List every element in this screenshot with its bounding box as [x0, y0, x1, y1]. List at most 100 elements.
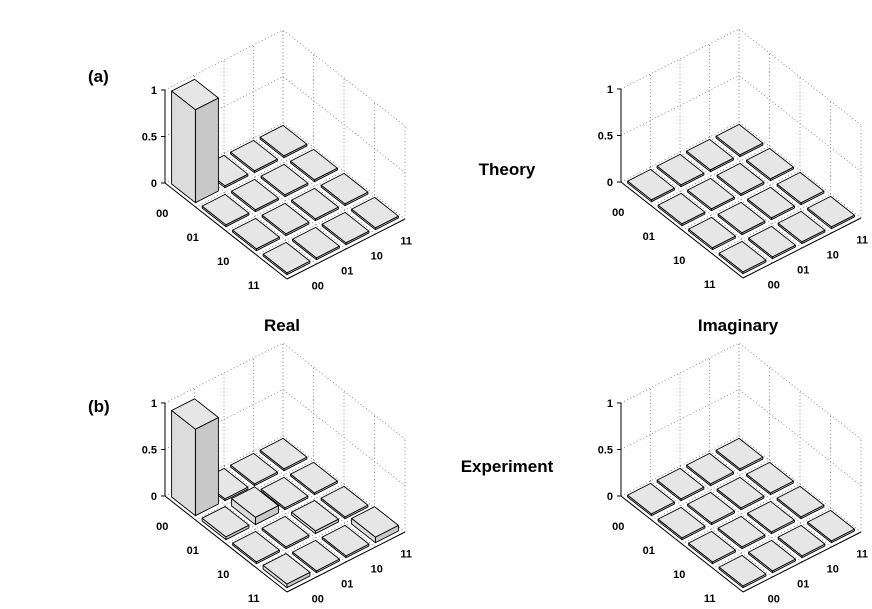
- bar-00-00: [627, 482, 675, 517]
- row-axis-line: [620, 495, 744, 593]
- bar-10-10: [747, 186, 795, 221]
- bar-01-00: [657, 506, 706, 541]
- bar-10-10: [291, 500, 339, 535]
- bar-top-face: [232, 217, 280, 250]
- row-title-theory: Theory: [479, 160, 536, 179]
- bar-10-11: [776, 171, 825, 206]
- column-tick-label: 00: [312, 281, 324, 293]
- bar-top-face: [627, 482, 675, 515]
- column-tick-label: 01: [797, 579, 809, 591]
- bar-11-01: [292, 226, 340, 261]
- bar-01-00: [657, 192, 706, 227]
- bar-00-10: [230, 139, 278, 174]
- grid-line: [679, 465, 803, 563]
- bar-top-face: [777, 210, 826, 243]
- bar-top-face: [715, 437, 764, 470]
- bar-top-face: [657, 192, 706, 225]
- bar-top-face: [232, 530, 280, 563]
- bar-top-face: [686, 138, 734, 171]
- bar-00-00: [627, 168, 675, 203]
- bar-11-11: [351, 506, 399, 544]
- panel-a-label: (a): [88, 67, 109, 86]
- column-title-imaginary: Imaginary: [698, 316, 779, 335]
- row-tick-label: 01: [643, 231, 655, 243]
- column-tick-label: 11: [856, 235, 868, 247]
- bar-00-01: [656, 467, 705, 502]
- column-tick-label: 10: [371, 564, 383, 576]
- column-axis-line: [286, 531, 406, 593]
- bar-top-face: [290, 461, 338, 494]
- bar-00-10: [230, 452, 278, 487]
- column-tick-label: 11: [400, 549, 412, 561]
- bar-top-face: [261, 515, 310, 548]
- column-axis-line: [286, 218, 406, 280]
- bar-top-face: [747, 186, 795, 219]
- bar-10-11: [776, 485, 825, 520]
- bar-top-face: [748, 225, 796, 258]
- z-tick-label: 0.5: [598, 131, 613, 143]
- z-tick-label: 0.5: [598, 445, 613, 457]
- row-tick-label: 00: [612, 521, 624, 533]
- row-tick-label: 01: [187, 232, 199, 244]
- z-tick-label: 0: [151, 491, 157, 503]
- bar-00-01: [656, 153, 705, 188]
- bar-01-01: [231, 486, 279, 526]
- bar-11-11: [351, 196, 399, 231]
- bar-01-01: [687, 177, 735, 212]
- grid-line: [650, 166, 773, 264]
- bar-01-11: [290, 461, 338, 496]
- bar-top-face: [262, 553, 311, 585]
- bar-top-face: [292, 226, 340, 259]
- column-tick-label: 10: [827, 564, 839, 576]
- bar-top-face: [717, 201, 766, 234]
- bar-00-11: [715, 437, 764, 472]
- bar-top-face: [716, 162, 765, 195]
- bar-00-10: [686, 452, 734, 487]
- bar-01-10: [260, 476, 309, 511]
- column-title-real: Real: [264, 316, 300, 335]
- bar-top-face: [687, 177, 735, 210]
- bar-front-face: [194, 97, 219, 204]
- grid-line: [679, 151, 803, 249]
- bar-top-face: [231, 486, 279, 518]
- bar-11-00: [262, 241, 311, 276]
- bar-10-00: [688, 216, 736, 251]
- bar-10-01: [717, 515, 766, 550]
- column-tick-label: 00: [768, 594, 780, 606]
- bar-top-face: [687, 491, 735, 524]
- bar-00-00: [171, 78, 219, 204]
- grid-line: [194, 167, 317, 265]
- bar-10-01: [261, 515, 310, 550]
- column-tick-label: 00: [768, 280, 780, 292]
- bar-10-10: [291, 187, 339, 222]
- bar-top-face: [230, 452, 278, 485]
- grid-line: [223, 152, 347, 250]
- row-tick-label: 11: [704, 279, 716, 291]
- z-tick-label: 0.5: [142, 445, 157, 457]
- column-tick-label: 11: [400, 236, 412, 248]
- grid-line: [620, 75, 862, 172]
- bar-01-01: [231, 178, 279, 213]
- grid-line: [620, 342, 862, 440]
- bar-10-11: [320, 172, 369, 207]
- bar-11-10: [777, 210, 826, 245]
- z-tick-label: 0.5: [142, 132, 157, 144]
- grid-line: [709, 450, 832, 548]
- bar-top-face: [776, 171, 825, 204]
- column-tick-label: 10: [371, 251, 383, 263]
- bar-top-face: [171, 78, 219, 111]
- bar-01-00: [201, 193, 250, 228]
- bar-top-face: [351, 196, 399, 229]
- bar-top-face: [656, 467, 705, 500]
- bar-00-11: [259, 124, 308, 159]
- row-axis-line: [164, 182, 288, 280]
- column-axis-line: [742, 531, 862, 593]
- bar-11-01: [748, 539, 796, 574]
- bar-10-00: [232, 530, 280, 565]
- bar-top-face: [259, 437, 308, 470]
- bar-11-11: [807, 195, 855, 230]
- row-tick-label: 10: [673, 569, 685, 581]
- bar-top-face: [321, 524, 370, 557]
